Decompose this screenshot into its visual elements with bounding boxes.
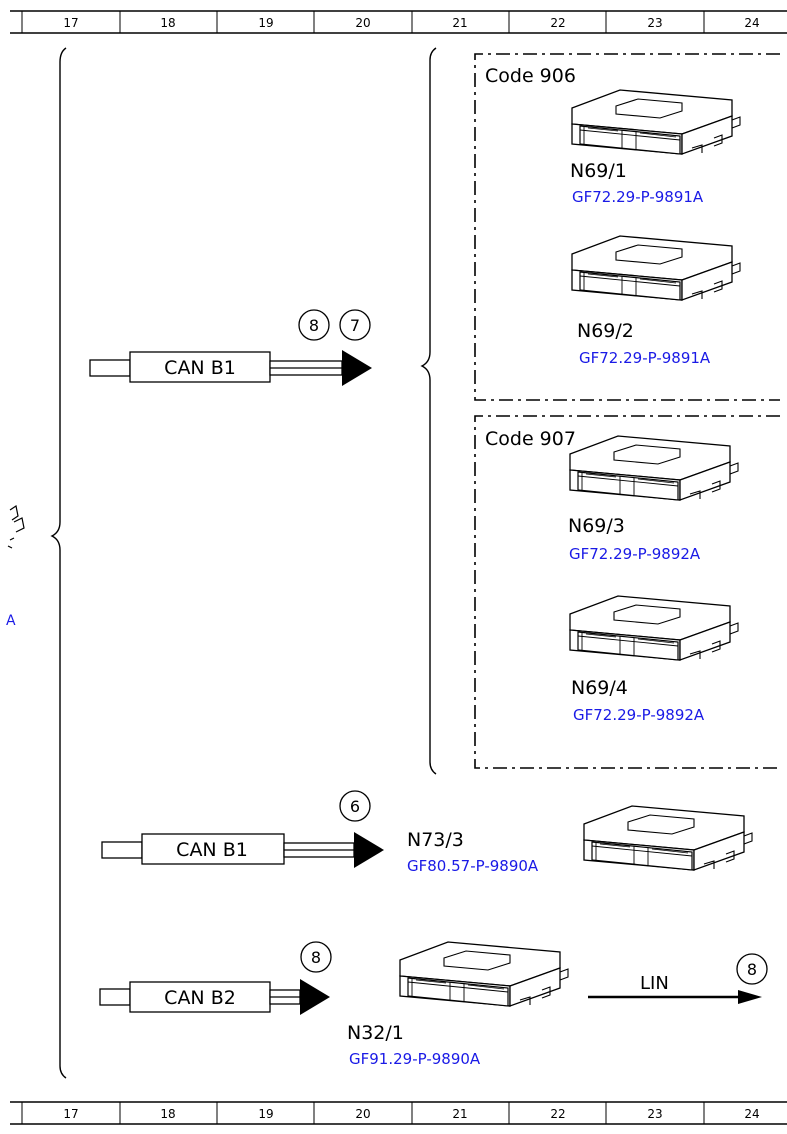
group-code-label: Code 906 [485, 65, 576, 87]
module-ref: GF72.29-P-9891A [579, 349, 711, 367]
grid-col-label: 19 [258, 16, 273, 30]
grid-col-label: 23 [647, 1107, 662, 1121]
grid-col-label: 20 [355, 16, 370, 30]
marker-circle [300, 941, 332, 973]
groups-brace [420, 47, 437, 775]
module-ref: GF72.29-P-9891A [572, 188, 704, 206]
marker-circle [339, 309, 371, 341]
marker-number: 8 [309, 316, 319, 335]
group-code-906: Code 906 N69/1 GF72.29-P-9891A N69/2 GF7… [474, 53, 780, 401]
grid-col-label: 23 [647, 16, 662, 30]
ecu-module-n69-2 [571, 235, 741, 301]
module-ref: GF72.29-P-9892A [569, 545, 701, 563]
left-edge-fragment: A [6, 505, 25, 629]
grid-col-label: 22 [550, 1107, 565, 1121]
module-id: N32/1 [347, 1022, 404, 1044]
marker-circle [736, 953, 768, 985]
can-b2-arrow [300, 979, 330, 1015]
module-ref: GF80.57-P-9890A [407, 857, 539, 875]
ecu-module-n69-3 [569, 435, 739, 501]
can-b1-upper-bus: CAN B1 8 7 [89, 309, 372, 386]
ecu-module-n69-4 [569, 595, 739, 661]
marker-circle [339, 790, 371, 822]
grid-col-label: 20 [355, 1107, 370, 1121]
grid-col-label: 21 [452, 16, 467, 30]
marker-number: 8 [311, 948, 321, 967]
can-b1-lower-arrow [354, 832, 384, 868]
lin-label: LIN [640, 973, 669, 994]
marker-circle [298, 309, 330, 341]
group-code-907: Code 907 N69/3 GF72.29-P-9892A N69/4 GF7… [474, 415, 780, 769]
grid-col-label: 21 [452, 1107, 467, 1121]
left-brace [50, 47, 67, 1079]
lin-arrow [738, 990, 762, 1004]
grid-col-label: 17 [63, 16, 78, 30]
grid-col-label: 19 [258, 1107, 273, 1121]
can-b2-bus: CAN B2 8 N32/1 GF91.29-P-9890A LIN 8 [99, 941, 768, 1068]
ecu-module-n69-1 [571, 89, 741, 155]
can-b2-label: CAN B2 [164, 987, 236, 1009]
module-ref: GF72.29-P-9892A [573, 706, 705, 724]
module-id: N69/4 [571, 677, 628, 699]
module-ref: GF91.29-P-9890A [349, 1050, 481, 1068]
can-b1-lower-bus: CAN B1 6 N73/3 GF80.57-P-9890A [101, 790, 753, 875]
module-id: N69/1 [570, 160, 627, 182]
can-b1-upper-arrow [342, 350, 372, 386]
marker-number: 6 [350, 797, 360, 816]
grid-col-label: 18 [160, 16, 175, 30]
can-b1-lower-label: CAN B1 [176, 839, 248, 861]
grid-bottom: 17 18 19 20 21 22 23 24 [10, 1101, 787, 1125]
grid-col-label: 18 [160, 1107, 175, 1121]
grid-col-label: 24 [744, 16, 759, 30]
module-id: N69/2 [577, 320, 634, 342]
ecu-module-n32-1 [399, 941, 569, 1007]
marker-number: 8 [747, 960, 757, 979]
grid-top: 17 18 19 20 21 22 23 24 [10, 10, 787, 34]
grid-col-label: 22 [550, 16, 565, 30]
can-b1-upper-box [129, 351, 271, 383]
grid-col-label: 24 [744, 1107, 759, 1121]
can-b1-upper-label: CAN B1 [164, 357, 236, 379]
left-partial-ref: A [6, 613, 16, 629]
grid-col-label: 17 [63, 1107, 78, 1121]
module-id: N73/3 [407, 829, 464, 851]
group-code-label: Code 907 [485, 428, 576, 450]
can-b2-box [129, 981, 271, 1013]
ecu-module-n73-3 [583, 805, 753, 871]
marker-number: 7 [350, 316, 360, 335]
module-id: N69/3 [568, 515, 625, 537]
